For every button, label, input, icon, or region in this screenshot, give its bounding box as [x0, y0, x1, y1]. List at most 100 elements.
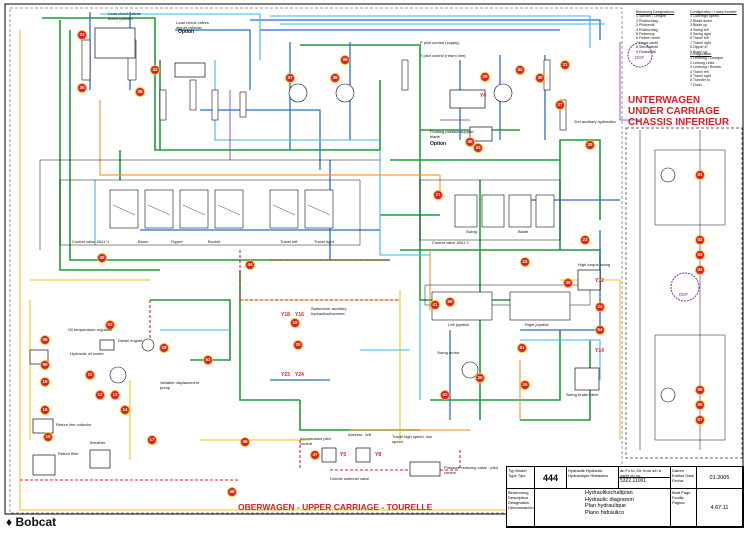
component-number: 21 [433, 190, 443, 200]
cylinders [81, 39, 567, 131]
component-number: 25 [475, 373, 485, 383]
legend-item: 2 Blade down [690, 18, 712, 23]
legend-item: 7 Drain [690, 82, 702, 87]
rotary-coupling-top [627, 42, 653, 68]
component-number: 10 [40, 377, 50, 387]
component-number: 29 [480, 72, 490, 82]
legend-item: 4 Travel left [690, 69, 709, 74]
title-name-en: Hydraulic diagramm [585, 496, 634, 503]
component-number: 53 [203, 355, 213, 365]
label-travel-right: Travel right [314, 239, 334, 244]
component-number: 34 [77, 30, 87, 40]
title-name: Hydraulikschaltplan Hydraulic diagramm P… [535, 489, 671, 527]
legend-item: 9 Flussventil [636, 49, 656, 54]
component-number: 16 [43, 432, 53, 442]
component-number: 08 [40, 335, 50, 345]
solenoid-tag: Y24 [295, 372, 304, 378]
legend-item: 6 Federn ventil [636, 36, 660, 41]
title-block: Typ Model Type Tipo 444 Hydraulik Hydrau… [506, 466, 744, 528]
bobcat-logo-icon: ♦ [6, 515, 13, 529]
label-load-check-1: Load check valves boom cylinder [108, 11, 141, 21]
component-number: 06 [695, 400, 705, 410]
filters [29, 27, 601, 477]
label-armrest: Armrest - left [348, 432, 371, 437]
component-number: 31 [560, 60, 570, 70]
motors [109, 83, 676, 403]
component-number: 28 [585, 140, 595, 150]
title-serial-label: ab Fz.Id.-Nr. from s/n à partir du no. [619, 467, 671, 478]
legend-designations: Bekenung Designations 1 Spindel / Lenghe… [636, 10, 686, 54]
label-control-valve-left: Control valve 4541 h [72, 239, 109, 244]
legend-item: 1 Low/High speed [690, 14, 719, 19]
label-breather: Breather [90, 440, 106, 445]
label-variable-pump: Variable displacement pump [160, 380, 200, 390]
label-swing-motor: Swing motor [437, 350, 460, 355]
component-number: 24 [595, 302, 605, 312]
component-number: 23 [580, 235, 590, 245]
component-number: 35 [77, 83, 87, 93]
legend-item: 3 Lenkung / Rechts [690, 65, 721, 70]
title-name-es: Plano hidráulico [585, 509, 625, 516]
label-floating-position: Floating position support blade [430, 129, 474, 139]
legend-item: 8 Dipper in [690, 45, 708, 50]
legend-item: 6 Travel left [690, 36, 709, 41]
legend-item: 1 Lenkung / Zweiges [690, 56, 724, 61]
title-model: 444 [535, 467, 567, 489]
label-bucket: Bucket [208, 239, 221, 244]
component-number: 13 [110, 390, 120, 400]
component-number: 15 [40, 405, 50, 415]
label-oil-temp: Oil temperature regulator [68, 327, 113, 332]
label-right-joystick: Right joystick [525, 322, 549, 327]
control-valve-right [454, 194, 555, 228]
legend-item: 8 Steuerventil [636, 45, 658, 50]
component-number: 04 [695, 265, 705, 275]
solenoid-tag: Y18 [281, 312, 290, 318]
label-double-solenoid: Double solenoid valve [330, 476, 370, 481]
component-number: 40 [465, 137, 475, 147]
component-number: 48 [227, 487, 237, 497]
component-number: 36 [135, 87, 145, 97]
legend-item: 2 Leitung Links [690, 60, 715, 65]
title-desc-de: Hydraulik Hydraulic [568, 468, 603, 473]
under-carriage-boundary [625, 127, 743, 459]
label-boom: Boom [138, 239, 149, 244]
component-number: 07 [695, 415, 705, 425]
title-name-fr: Plan hydraulique [585, 503, 626, 509]
title-page: 4.67.11 [697, 489, 743, 527]
component-number: 51 [517, 343, 527, 353]
title-date-label: Datum Edition Date Fecha [671, 467, 697, 489]
label-return-filter: Return filter [58, 451, 79, 456]
component-number: 17 [147, 435, 157, 445]
component-number: 26 [520, 380, 530, 390]
title-model-label: Typ Model Type Tipo [507, 467, 535, 489]
bobcat-logo: ♦ Bobcat [6, 515, 56, 529]
component-number: 30 [535, 73, 545, 83]
label-pilot-return: T pilot control (return line) [420, 53, 466, 58]
component-number: 45 [97, 253, 107, 263]
joystick-blocks [431, 291, 571, 321]
label-swing: Swing [466, 229, 477, 234]
label-blade: Blade [518, 229, 529, 234]
black-lines [39, 130, 726, 450]
legend-designations-heading: Bekenung Designations [636, 10, 674, 14]
control-valve-left [109, 189, 334, 229]
legend-item: 2 Rückschlag... [636, 18, 661, 23]
title-desc-fr: Hydraulique Hidraulico [568, 473, 609, 478]
orange-lines [99, 100, 521, 431]
component-number: 20 [293, 340, 303, 350]
label-load-check-2: Load check valves dipper cylinder [176, 20, 209, 30]
label-accumulator: Accumulator pilot control [300, 436, 331, 446]
solenoid-tag: Y12 [595, 278, 604, 284]
label-oil-cooler: Hydraulic oil cooler [70, 351, 104, 356]
title-desc: Hydraulik Hydraulic Hydraulique Hidrauli… [567, 467, 619, 489]
solenoid-tag: Y8 [375, 452, 382, 458]
component-number: 11 [85, 370, 95, 380]
option-label-mid: Option [430, 141, 447, 147]
red-dashed-lines [20, 250, 461, 481]
option-label-top: Option [178, 29, 195, 35]
title-page-label: Blatt Page Feuille Página [671, 489, 697, 527]
under-carriage-title-de: UNTERWAGEN [628, 95, 701, 106]
component-number: 37 [285, 73, 295, 83]
